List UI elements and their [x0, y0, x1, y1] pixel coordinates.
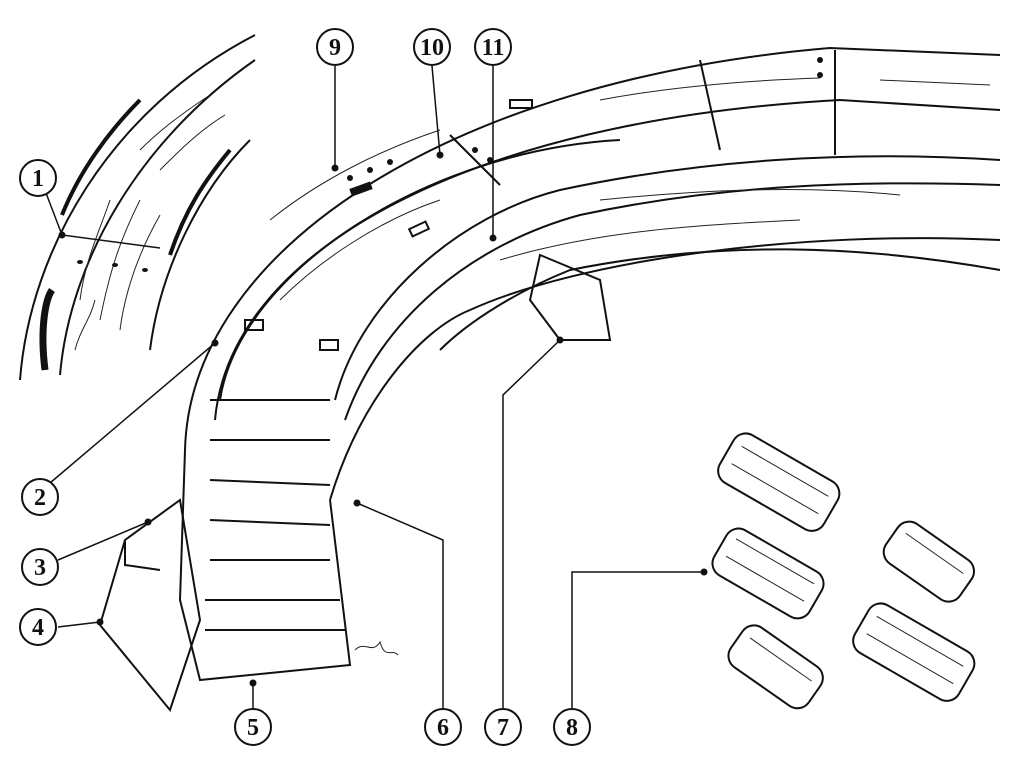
- callout-9: 9: [316, 28, 354, 66]
- log-blocks: [711, 432, 976, 710]
- svg-text:8: 8: [566, 715, 578, 741]
- leader-lines: [45, 65, 708, 708]
- svg-text:9: 9: [329, 35, 341, 61]
- callout-2: 2: [21, 478, 59, 516]
- svg-text:3: 3: [34, 555, 46, 581]
- svg-text:2: 2: [34, 485, 46, 511]
- svg-text:11: 11: [482, 35, 505, 61]
- svg-text:4: 4: [32, 615, 44, 641]
- callout-11: 11: [474, 28, 512, 66]
- ring-structure: [98, 46, 1001, 713]
- callout-10: 10: [413, 28, 451, 66]
- svg-text:1: 1: [32, 166, 44, 192]
- svg-text:10: 10: [420, 35, 444, 61]
- callout-4: 4: [19, 608, 57, 646]
- svg-text:7: 7: [497, 715, 509, 741]
- callout-5: 5: [234, 708, 272, 746]
- callout-6: 6: [424, 708, 462, 746]
- svg-text:5: 5: [247, 715, 259, 741]
- callout-3: 3: [21, 548, 59, 586]
- callout-7: 7: [484, 708, 522, 746]
- detail-inset: [19, 34, 256, 381]
- callout-8: 8: [553, 708, 591, 746]
- svg-text:6: 6: [437, 715, 449, 741]
- callout-1: 1: [19, 159, 57, 197]
